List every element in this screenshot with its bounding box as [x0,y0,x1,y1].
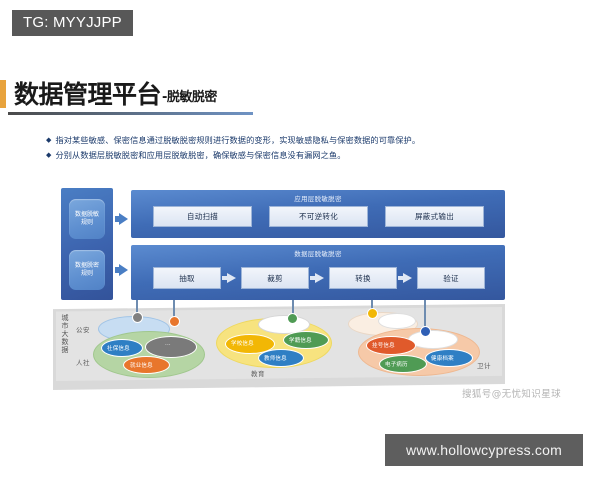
panel-title: 应用层脱敏脱密 [294,195,342,203]
rule-label: 数据脱敏规则 [74,211,99,226]
panel-data-layer: 数据层脱敏脱密 抽取 裁剪 转换 验证 [131,245,505,300]
rule-box-decryption: 数据脱密规则 [69,250,105,290]
flow-arrow-icon [315,273,324,283]
flow-connector-tail [222,276,228,280]
watermark-text: 搜狐号@无忧知识星球 [462,389,562,400]
node-crop: 裁剪 [241,267,309,289]
connector-arrow-icon [119,264,128,276]
flow-arrow-icon [227,273,236,283]
data-platform-surface [56,307,502,381]
node-irreversible-transform: 不可逆转化 [269,206,368,227]
title-sub-text: -脱敏脱密 [162,90,217,105]
connector-arrow-icon [119,213,128,225]
connector-tail [115,267,120,273]
footer-url-banner: www.hollowcypress.com [385,434,583,466]
bullet-list: ◆ 指对某些敏感、保密信息通过脱敏脱密规则进行数据的变形，实现敏感隐私与保密数据… [46,133,566,163]
rule-label: 数据脱密规则 [74,262,99,277]
node-extract: 抽取 [153,267,221,289]
rules-column: 数据脱敏规则 数据脱密规则 [61,188,113,300]
panel-application-layer: 应用层脱敏脱密 自动扫描 不可逆转化 屏蔽式输出 [131,190,505,238]
bullet-text: 分别从数据层脱敏脱密和应用层脱敏脱密，确保敏感与保密信息没有漏网之鱼。 [55,150,346,160]
connector-tail [115,216,120,222]
page-title: 数据管理平台 -脱敏脱密 [0,78,217,108]
tg-tag-banner: TG: MYYJJPP [12,10,133,36]
title-underline [8,112,253,115]
bullet-marker-icon: ◆ [46,136,52,144]
rule-box-desensitization: 数据脱敏规则 [69,199,105,239]
flow-connector-tail [398,276,404,280]
panel-title: 数据层脱敏脱密 [294,250,342,258]
bullet-marker-icon: ◆ [46,151,52,159]
node-auto-scan: 自动扫描 [153,206,252,227]
flow-connector-tail [310,276,316,280]
title-accent-bar [0,80,6,108]
list-item: ◆ 指对某些敏感、保密信息通过脱敏脱密规则进行数据的变形，实现敏感隐私与保密数据… [46,133,566,148]
flow-arrow-icon [403,273,412,283]
bullet-text: 指对某些敏感、保密信息通过脱敏脱密规则进行数据的变形，实现敏感隐私与保密数据的可… [55,135,421,145]
title-main-text: 数据管理平台 [14,80,162,109]
list-item: ◆ 分别从数据层脱敏脱密和应用层脱敏脱密，确保敏感与保密信息没有漏网之鱼。 [46,148,566,163]
node-transform: 转换 [329,267,397,289]
node-verify: 验证 [417,267,485,289]
node-masked-output: 屏蔽式输出 [385,206,484,227]
architecture-diagram: 数据脱敏规则 数据脱密规则 应用层脱敏脱密 自动扫描 不可逆转化 屏蔽式输出 数… [53,188,505,395]
